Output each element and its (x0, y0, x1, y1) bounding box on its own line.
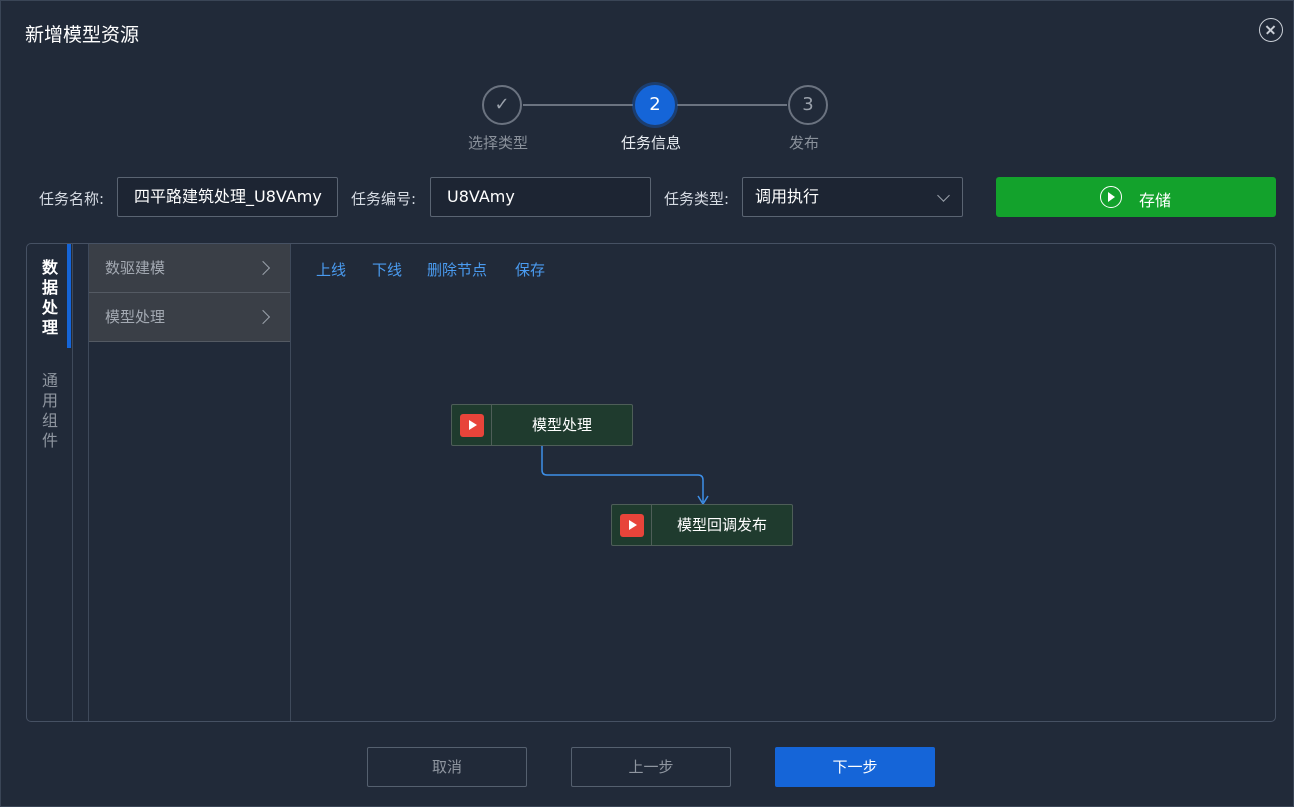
stepper-line-1 (523, 104, 633, 106)
category-list: 数驱建模 模型处理 (89, 244, 291, 721)
run-icon[interactable] (620, 514, 644, 537)
task-code-label: 任务编号: (351, 190, 417, 208)
step-1-check-icon: ✓ (482, 85, 522, 125)
step-2-label: 任务信息 (620, 134, 681, 152)
dialog-title: 新增模型资源 (25, 24, 140, 46)
category-item-label: 数驱建模 (105, 259, 166, 277)
task-code-input[interactable]: U8VAmy (430, 177, 651, 217)
task-type-value: 调用执行 (755, 187, 820, 206)
online-link[interactable]: 上线 (316, 261, 347, 279)
chevron-down-icon (937, 189, 950, 202)
category-item-label: 模型处理 (105, 308, 166, 326)
side-tabs: 数据处理 通用组件 (27, 244, 73, 721)
task-name-input[interactable]: 四平路建筑处理_U8VAmy (117, 177, 338, 217)
play-circle-icon (1100, 186, 1122, 208)
cancel-button[interactable]: 取消 (367, 747, 527, 787)
node-divider (651, 505, 652, 545)
category-item[interactable]: 数驱建模 (89, 244, 290, 293)
flow-node-model-processing[interactable]: 模型处理 (451, 404, 633, 446)
active-tab-indicator (67, 244, 71, 348)
store-button-label: 存储 (1139, 191, 1172, 210)
flow-node-label: 模型回调发布 (676, 516, 767, 534)
close-icon[interactable] (1259, 18, 1283, 42)
next-step-button[interactable]: 下一步 (775, 747, 935, 787)
category-item[interactable]: 模型处理 (89, 293, 290, 342)
store-button[interactable]: 存储 (996, 177, 1276, 217)
flow-node-label: 模型处理 (531, 416, 592, 434)
tab-common-components[interactable]: 通用组件 (41, 371, 58, 450)
run-icon[interactable] (460, 414, 484, 437)
editor-panel: 数据处理 通用组件 数驱建模 模型处理 上线 下线 删除节点 保存 (26, 243, 1276, 722)
step-3-marker: 3 (788, 85, 828, 125)
delete-node-link[interactable]: 删除节点 (427, 261, 488, 279)
tab-divider (73, 244, 89, 721)
node-divider (491, 405, 492, 445)
tab-data-processing[interactable]: 数据处理 (41, 258, 58, 337)
step-3-label: 发布 (788, 134, 819, 152)
task-type-select[interactable]: 调用执行 (742, 177, 963, 217)
step-2-marker: 2 (635, 85, 675, 125)
flow-edge (541, 446, 709, 506)
task-type-label: 任务类型: (664, 190, 730, 208)
offline-link[interactable]: 下线 (372, 261, 403, 279)
stepper-line-2 (677, 104, 787, 106)
task-name-label: 任务名称: (39, 190, 105, 208)
step-1-label: 选择类型 (467, 134, 528, 152)
prev-step-button[interactable]: 上一步 (571, 747, 731, 787)
flow-node-model-callback-publish[interactable]: 模型回调发布 (611, 504, 793, 546)
save-link[interactable]: 保存 (515, 261, 546, 279)
